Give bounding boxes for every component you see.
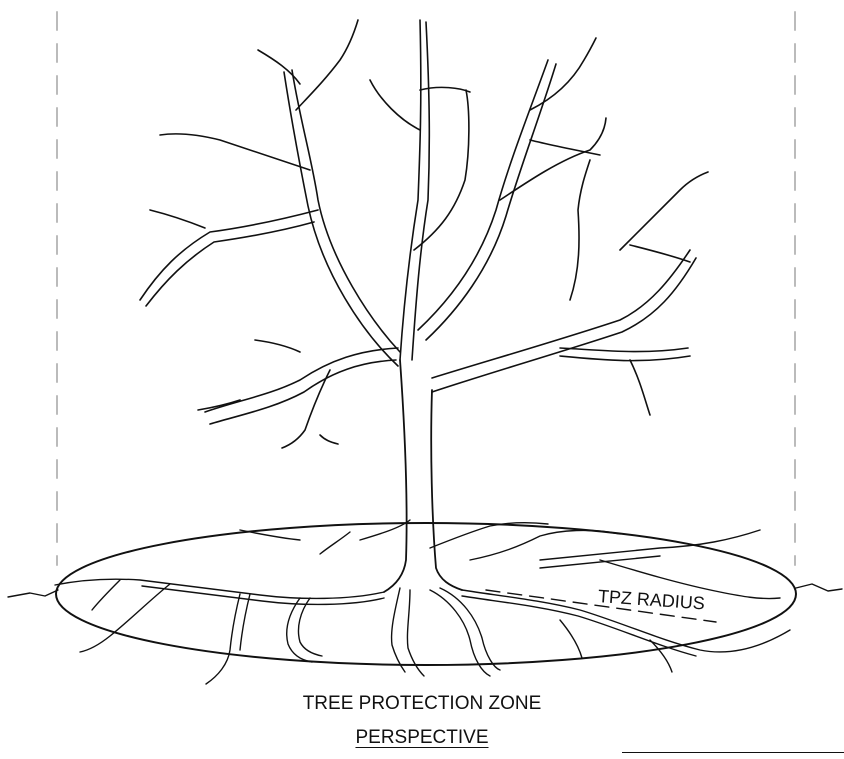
- ground-line-right: [796, 584, 842, 591]
- diagram-title: TREE PROTECTION ZONE: [0, 693, 844, 715]
- title-block-rule: [622, 752, 844, 753]
- tree-trunk: [384, 360, 462, 592]
- view-subtitle: PERSPECTIVE: [0, 727, 844, 749]
- tree-branches: [140, 20, 708, 448]
- ground-line-left: [8, 590, 58, 597]
